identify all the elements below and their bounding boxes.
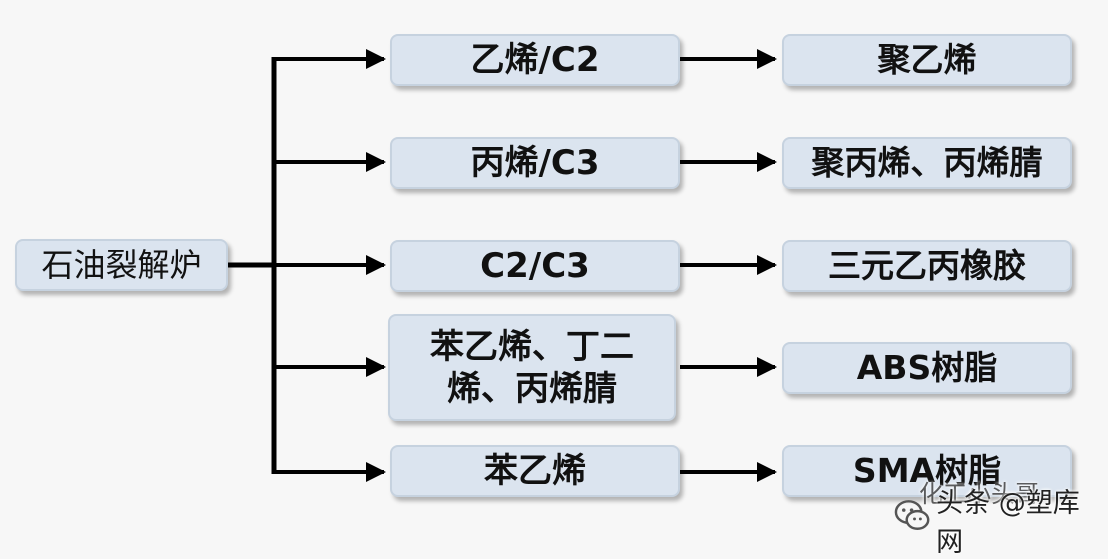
intermediate-node-4: 苯乙烯、丁二烯、丙烯腈	[388, 314, 676, 421]
product-node-5: SMA树脂	[782, 445, 1072, 497]
source-node: 石油裂解炉	[15, 239, 228, 291]
intermediate-node-1: 乙烯/C2	[390, 34, 680, 86]
intermediate-node-2: 丙烯/C3	[390, 137, 680, 189]
product-node-2: 聚丙烯、丙烯腈	[782, 137, 1072, 189]
product-node-4: ABS树脂	[782, 342, 1072, 394]
intermediate-node-5: 苯乙烯	[390, 445, 680, 497]
watermark: 化工小头哥 头条 @塑库网	[893, 478, 1103, 558]
product-node-3: 三元乙丙橡胶	[782, 240, 1072, 292]
watermark-main-text: 头条 @塑库网	[936, 488, 1080, 558]
connector-lines	[228, 49, 777, 482]
product-node-1: 聚乙烯	[782, 34, 1072, 86]
watermark-top-text: 化工小头哥	[919, 480, 1039, 508]
flow-diagram: 石油裂解炉 乙烯/C2 丙烯/C3 C2/C3 苯乙烯、丁二烯、丙烯腈 苯乙烯 …	[15, 34, 1072, 497]
intermediate-node-3: C2/C3	[390, 240, 680, 292]
wechat-icon	[894, 500, 930, 530]
